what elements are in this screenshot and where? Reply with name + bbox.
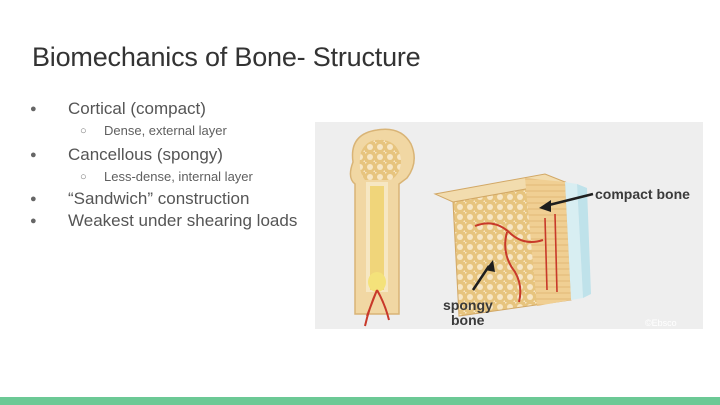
long-bone-icon	[349, 128, 415, 327]
image-watermark: ©Ebsco	[645, 318, 677, 328]
bullet-dot-icon: ●	[30, 103, 37, 115]
slide-title: Biomechanics of Bone- Structure	[32, 42, 421, 72]
bullet-text: Cortical (compact)	[68, 99, 206, 118]
bullet-cancellous: ● Cancellous (spongy)	[30, 144, 330, 166]
hollow-bullet-icon: ○	[80, 171, 87, 183]
sub-bullet-text: Dense, external layer	[104, 123, 227, 138]
sub-bullet-cancellous: ○ Less-dense, internal layer	[30, 166, 330, 188]
bullet-sandwich: ● “Sandwich” construction	[30, 188, 330, 210]
sub-bullet-text: Less-dense, internal layer	[104, 169, 253, 184]
bullet-dot-icon: ●	[30, 193, 37, 205]
bullet-dot-icon: ●	[30, 149, 37, 161]
footer-accent-bar	[0, 397, 720, 405]
bone-structure-illustration: compact bone spongy bone ©Ebsco	[315, 122, 703, 329]
bone-cross-section-icon	[433, 173, 591, 317]
sub-bullet-cortical: ○ Dense, external layer	[30, 120, 330, 142]
arrow-icon	[539, 192, 594, 212]
bullet-shearing: ● Weakest under shearing loads	[30, 210, 330, 232]
bullet-text: Weakest under shearing loads	[68, 211, 298, 230]
bullet-text: Cancellous (spongy)	[68, 145, 223, 164]
label-spongy-bone-line1: spongy	[443, 297, 493, 313]
bullet-cortical: ● Cortical (compact)	[30, 98, 330, 120]
label-compact-bone: compact bone	[595, 186, 690, 202]
bullet-text: “Sandwich” construction	[68, 189, 250, 208]
bullet-list: ● Cortical (compact) ○ Dense, external l…	[30, 98, 330, 232]
bullet-dot-icon: ●	[30, 215, 37, 227]
label-spongy-bone-line2: bone	[451, 312, 485, 328]
hollow-bullet-icon: ○	[80, 125, 87, 137]
arrow-icon	[471, 260, 495, 291]
